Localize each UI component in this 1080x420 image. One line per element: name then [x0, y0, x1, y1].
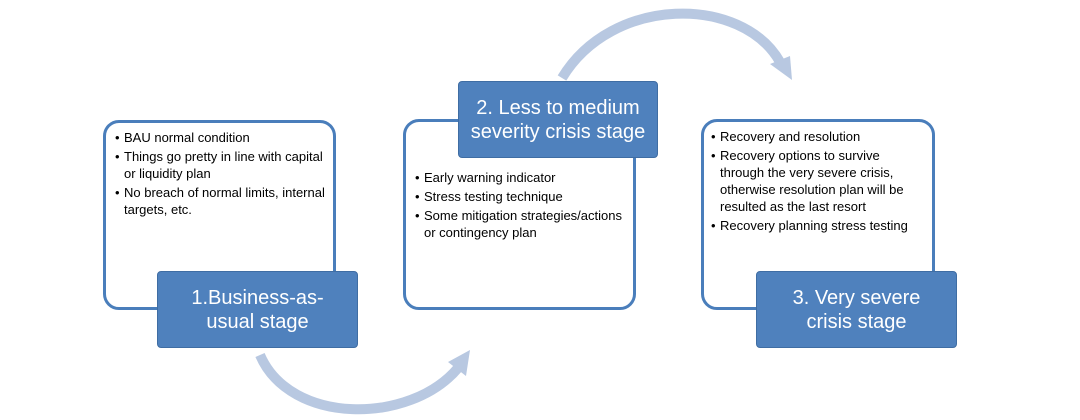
list-item: Recovery planning stress testing — [711, 217, 925, 234]
curved-arrow-icon — [255, 350, 470, 415]
list-item: Early warning indicator — [415, 169, 625, 186]
stage-1-title: 1.Business-as-usual stage — [157, 271, 358, 348]
list-item: Recovery and resolution — [711, 128, 925, 145]
curved-arrow-icon — [557, 8, 792, 81]
list-item: Some mitigation strategies/actions or co… — [415, 207, 625, 241]
list-item: Recovery options to survive through the … — [711, 147, 925, 215]
list-item: No breach of normal limits, internal tar… — [115, 184, 325, 218]
stage-2-title: 2. Less to medium severity crisis stage — [458, 81, 658, 158]
stage-3-bullet-list: Recovery and resolution Recovery options… — [711, 128, 925, 236]
stage-2-bullet-list: Early warning indicator Stress testing t… — [415, 169, 625, 243]
list-item: BAU normal condition — [115, 129, 325, 146]
list-item: Things go pretty in line with capital or… — [115, 148, 325, 182]
stage-1-bullet-list: BAU normal condition Things go pretty in… — [115, 129, 325, 220]
stage-3-title: 3. Very severe crisis stage — [756, 271, 957, 348]
list-item: Stress testing technique — [415, 188, 625, 205]
